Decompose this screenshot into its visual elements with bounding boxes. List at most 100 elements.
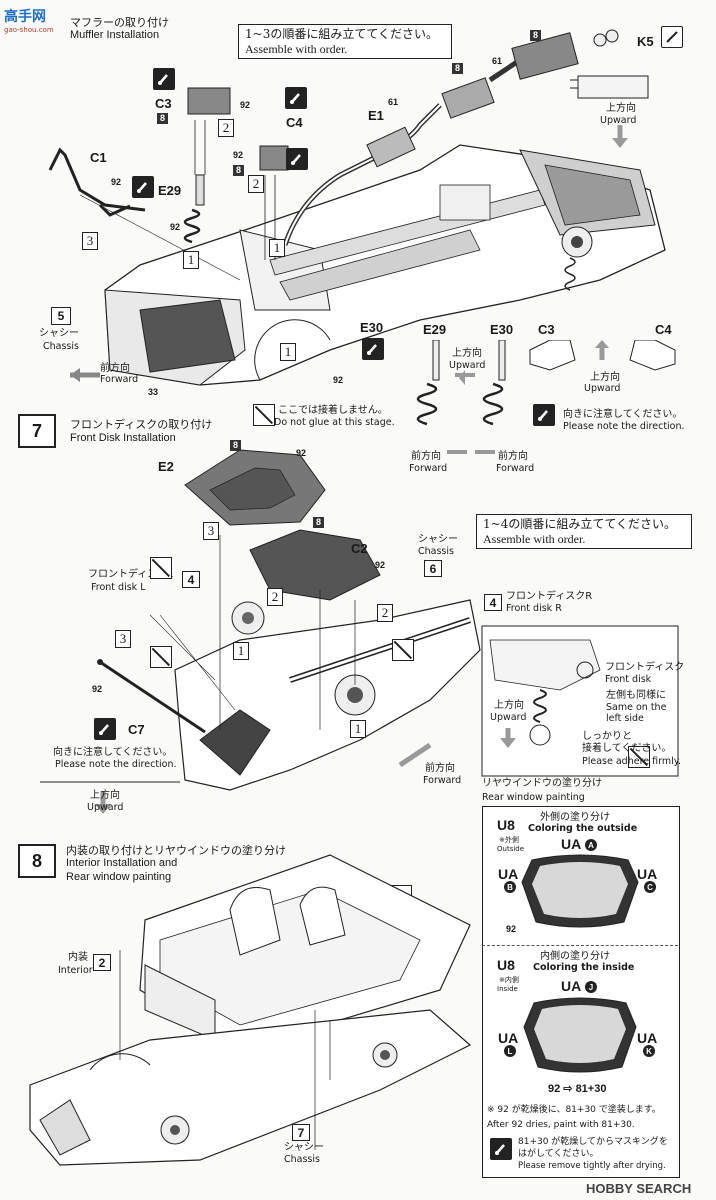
disk-l-jp: フロントディスクL [88,569,173,580]
seq-2b: 2 [248,175,264,193]
paint-brush-icon [285,87,307,109]
inset-left-en-2: left side [606,713,644,724]
mask-note-jp-1: 81+30 が乾燥してからマスキングを [518,1137,668,1147]
order-note7-en: Assemble with order. [483,532,586,546]
paint-sequence: 92 ⇨ 81+30 [548,1083,607,1095]
direction7-jp: 向きに注意してください。 [53,747,173,758]
seq-1b: 1 [269,239,285,257]
u8-inside-label: U8 [497,957,515,973]
step8-title-en-1: Interior Installation and [66,857,178,869]
disk-r-en: Front disk R [506,603,562,614]
paint-tag-8: 8 [530,30,542,41]
interior-jp: 内装 [68,952,88,963]
disk-r-jp: フロントディスクR [506,591,593,602]
step7-order-note: 1~4の順番に組み立ててください。 Assemble with order. [476,514,692,549]
seq7-1b: 1 [350,720,366,738]
paint-brush-icon [94,718,116,740]
ua-top-in: UA [561,978,582,994]
inset-upward-jp: 上方向 [494,700,524,711]
step6-illustration [48,29,666,386]
forward7-en: Forward [423,775,462,786]
inset-adhere-jp-2: 接着してください。 [582,743,672,754]
part-k5-label: K5 [637,34,654,49]
paint-tag-92-chassis: 92 [333,375,344,385]
inset-adhere-jp-1: しっかりと [582,731,632,742]
part-c4-label: C4 [286,115,303,130]
forward-label-en: Forward [100,374,139,385]
direction-note-en: Please note the direction. [563,421,685,432]
ua-left-in: UA [498,1030,519,1046]
seq7-3: 3 [115,630,131,648]
paint-tag-8b: 8 [452,63,464,74]
upward7-jp: 上方向 [90,790,120,801]
hobby-search-watermark: HOBBY SEARCH [586,1178,691,1197]
inset-left-en-1: Same on the [606,702,667,713]
paint-tag-8-c4: 8 [233,165,245,176]
forward7-jp: 前方向 [425,763,455,774]
inside-jp: 内側の塗り分け [540,951,610,962]
direction7-en: Please note the direction. [55,759,177,770]
part-c2-label: C2 [351,541,368,556]
c4-detail-label: C4 [655,322,672,337]
step8-illustration [29,854,472,1166]
mark-l: L [504,1045,516,1057]
no-glue-en: Do not glue at this stage. [274,417,395,428]
step8-number: 8 [18,844,56,878]
mark-b: B [504,881,516,893]
paint-tag-8-e2: 8 [230,440,242,451]
forward-e-jp: 前方向 [411,451,441,462]
part-e30-label: E30 [360,320,384,335]
part-e1-label: E1 [368,108,384,123]
order-note-en: Assemble with order. [245,42,348,56]
upward-label-en: Upward [600,115,637,126]
no-glue-icon [150,557,172,579]
step8-title-jp: 内装の取り付けとリヤウインドウの塗り分け [66,844,286,857]
step7-number: 7 [18,414,56,448]
seq7-1: 1 [233,642,249,660]
part-e2-label: E2 [158,459,174,474]
paint-brush-icon [362,338,384,360]
inside-window-shape [523,997,637,1073]
site-logo: 高手网 gao-shou.com [4,6,58,34]
outside-window-shape [521,854,639,928]
c3-detail-label: C3 [538,322,555,337]
forward-e2-jp: 前方向 [498,451,528,462]
disk-l-box: 4 [182,571,200,588]
paint-tag-92-c1: 92 [111,177,122,187]
ua-right-in: UA [637,1030,658,1046]
e29-detail-label: E29 [423,322,447,337]
chassis7-en: Chassis [418,546,454,557]
paint-92-out: 92 [506,924,517,934]
paint-tag-8-e2b: 8 [313,517,325,528]
chassis-ref-box: 5 [51,307,71,325]
part-c7-label: C7 [128,722,145,737]
paint-tag-92-c3: 92 [240,100,251,110]
inside-tag-jp: ※内側 [499,976,519,984]
disk-r-box: 4 [484,594,502,611]
step7-title-jp: フロントディスクの取り付け [70,418,213,431]
ua-left-out: UA [498,866,519,882]
interior-box: 2 [93,954,111,971]
mark-j: J [585,981,597,993]
interior-en: Interior [58,965,93,976]
ua-right-out: UA [637,866,658,882]
dry-note-jp: ※ 92 が乾燥後に、81+30 で塗装します。 [487,1105,661,1115]
seq-1: 1 [183,251,199,269]
mark-c: C [644,881,656,893]
upward-e-jp: 上方向 [452,348,482,359]
paint-tag-61b: 61 [388,97,399,107]
seq7-2b: 2 [377,604,393,622]
chassis-label-jp: シャシー [39,328,79,339]
inset-upward-en: Upward [490,712,527,723]
paint-brush-icon [153,68,175,90]
inside-en: Coloring the inside [533,962,635,973]
no-glue-icon [253,404,275,426]
chassis8-jp: シャシー [284,1142,324,1153]
paint-brush-icon [533,404,555,426]
paint-brush-icon [490,1138,512,1160]
step6-order-note: 1~3の順番に組み立ててください。 Assemble with order. [238,24,452,59]
paint-tag-8-c3: 8 [157,113,169,124]
seq7-2: 2 [267,588,283,606]
step8-title-en-2: Rear window painting [66,871,172,883]
panel-divider [482,945,678,946]
